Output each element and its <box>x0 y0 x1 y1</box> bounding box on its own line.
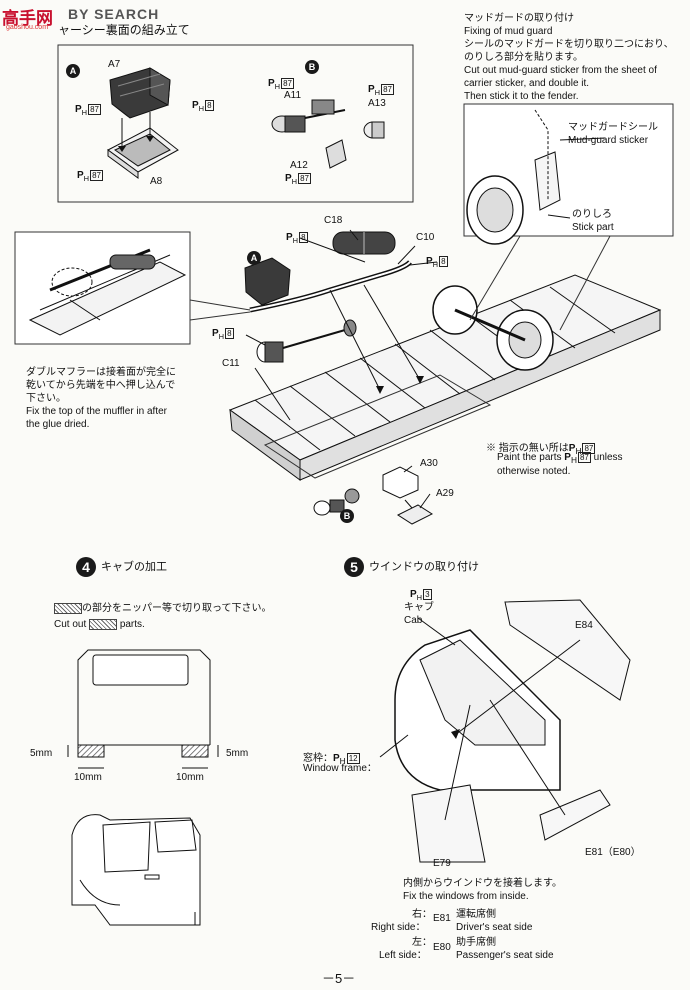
mudguard-jp2: シールのマッドガードを切り取り二つにおり、 <box>464 39 674 50</box>
window-frame-en: Window frame： <box>303 763 377 774</box>
main-label-b: B <box>340 509 354 523</box>
part-c11-label: C11 <box>222 358 240 369</box>
dim-5mm-left: 5mm <box>30 748 53 759</box>
stick-part-jp: のりしろ <box>572 209 612 220</box>
hatch-swatch-icon <box>54 602 82 614</box>
step4-title: キャブの加工 <box>101 561 167 573</box>
right-side-desc-en: Driver's seat side <box>456 922 533 933</box>
mudguard-jp3: のりしろ部分を貼ります。 <box>464 52 583 63</box>
cab-window-drawing <box>379 599 631 863</box>
main-label-a: A <box>247 251 261 265</box>
chassis-drawing <box>228 229 662 525</box>
right-side-jp: 右： <box>412 909 432 920</box>
step3-title: ャーシー裏面の組み立て <box>58 23 190 37</box>
left-side-jp: 左： <box>412 937 432 948</box>
mudguard-title-en: Fixing of mud guard <box>464 26 553 37</box>
part-a13-label: A13 <box>368 98 386 109</box>
muffler-note-en1: Fix the top of the muffler in after <box>26 406 167 417</box>
muffler-note-en2: the glue dried. <box>26 419 90 430</box>
muffler-note-jp3: 下さい。 <box>26 393 66 404</box>
part-c10-label: C10 <box>416 232 435 243</box>
mudguard-en3: carrier sticker, and double it. <box>464 78 590 89</box>
part-a29-label: A29 <box>436 488 454 499</box>
hatch-swatch-icon <box>89 618 118 630</box>
site-watermark: 高手网 <box>2 9 53 28</box>
step4-cut-en: Cut out parts. <box>54 618 145 630</box>
step5-number: 5 <box>344 557 364 577</box>
site-watermark-url: gaoshou.com <box>6 24 49 31</box>
sticker-label-jp: マッドガードシール <box>568 122 658 133</box>
part-a7-label: A7 <box>108 59 121 70</box>
left-side-en: Left side： <box>379 950 427 961</box>
step4-number: 4 <box>76 557 96 577</box>
label-a-circle: A <box>66 64 80 78</box>
part-a8-drawing <box>107 127 179 179</box>
mudguard-title-jp: マッドガードの取り付け <box>464 13 574 24</box>
part-b-drawing <box>271 99 385 169</box>
mudguard-en4: Then stick it to the fender. <box>464 91 579 102</box>
mudguard-zoom-drawing <box>466 109 606 245</box>
dim-10mm-left: 10mm <box>74 772 102 783</box>
default-paint-note-en2: otherwise noted. <box>497 466 571 477</box>
muffler-note-jp2: 乾いてから先端を中へ押し込んで <box>26 380 176 391</box>
dim-5mm-right: 5mm <box>226 748 249 759</box>
part-e84-label: E84 <box>575 620 593 631</box>
part-a30-label: A30 <box>420 458 438 469</box>
part-a12-label: A12 <box>290 160 308 171</box>
step5-title: ウインドウの取り付け <box>369 561 479 573</box>
fix-windows-en: Fix the windows from inside. <box>403 891 529 902</box>
brand-header: BY SEARCH <box>68 6 160 22</box>
part-e81-e80-label: E81（E80） <box>585 847 641 858</box>
right-side-desc-jp: 運転席側 <box>456 909 496 920</box>
page-number: －5－ <box>322 971 356 986</box>
cab-side-drawing <box>71 814 201 926</box>
sticker-label-en: Mud-guard sticker <box>568 135 649 146</box>
dim-10mm-right: 10mm <box>176 772 204 783</box>
label-b-circle: B <box>305 60 319 74</box>
muffler-zoom-drawing <box>28 248 187 336</box>
left-side-part: E80 <box>433 942 451 953</box>
left-side-desc-jp: 助手席側 <box>456 937 496 948</box>
part-c18-label: C18 <box>324 215 343 226</box>
fix-windows-jp: 内側からウインドウを接着します。 <box>403 878 562 889</box>
right-side-en: Right side： <box>371 922 426 933</box>
cab-label-en: Cab <box>404 615 423 626</box>
cab-front-drawing <box>67 649 219 769</box>
stick-part-en: Stick part <box>572 222 614 233</box>
part-e79-label: E79 <box>433 858 451 869</box>
muffler-note-jp1: ダブルマフラーは接着面が完全に <box>26 367 176 378</box>
cab-label-jp: キャブ <box>404 602 434 613</box>
right-side-part: E81 <box>433 913 451 924</box>
step4-cut-jp: の部分をニッパー等で切り取って下さい。 <box>54 602 272 615</box>
part-a8-label: A8 <box>150 176 163 187</box>
part-a7-drawing <box>109 67 171 119</box>
part-a11-label: A11 <box>284 90 302 101</box>
muffler-drawing <box>249 231 412 313</box>
mudguard-en2: Cut out mud-guard sticker from the sheet… <box>464 65 657 76</box>
left-side-desc-en: Passenger's seat side <box>456 950 554 961</box>
